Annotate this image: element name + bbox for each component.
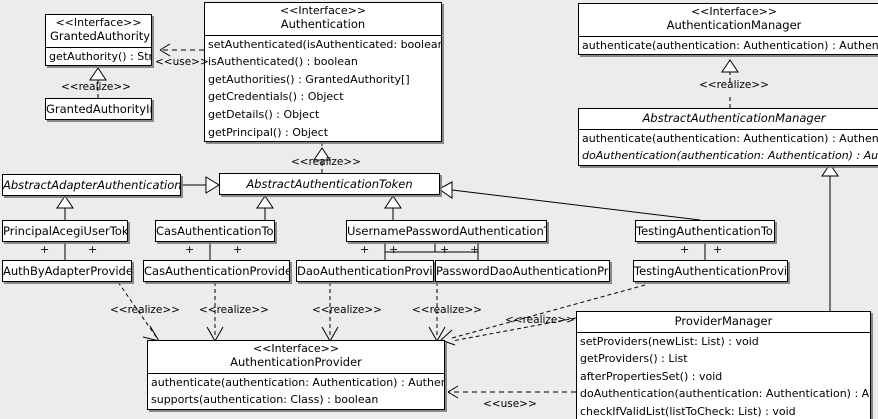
multiplicity-marker: + [440,243,450,256]
stereotype-label: <<Interface>> [55,16,142,29]
member-row: getAuthority() : String [49,49,151,63]
member-row: getPrincipal() : Object [208,125,329,139]
class-cas-authentication-provider[interactable]: CasAuthenticationProvider [143,260,290,282]
class-granted-authority-impl[interactable]: GrantedAuthorityImpl [45,98,152,120]
multiplicity-marker: + [185,243,195,256]
class-authentication[interactable]: <<Interface>> Authentication setAuthenti… [204,2,442,143]
class-granted-authority[interactable]: <<Interface>> GrantedAuthority getAuthor… [45,14,152,67]
multiplicity-marker: + [233,243,243,256]
class-members: authenticate(authentication: Authenticat… [579,128,878,165]
relation-label-realize-granted-authority-impl: <<realize>> [61,81,131,93]
member-row: doAuthentication(authentication: Authent… [582,149,878,163]
class-abstract-authentication-token[interactable]: AbstractAuthenticationToken [219,173,440,195]
relation-label-use-granted-authority: <<use>> [155,56,209,68]
class-auth-by-adapter-provider[interactable]: AuthByAdapterProvider [2,260,132,282]
class-cas-authentication-token[interactable]: CasAuthenticationToken [155,220,275,242]
class-abstract-authentication-manager[interactable]: AbstractAuthenticationManager authentica… [578,108,878,166]
relation-label-realize-dao-provider: <<realize>> [312,304,382,316]
class-authentication-manager[interactable]: <<Interface>> AuthenticationManager auth… [578,3,878,56]
member-row: isAuthenticated() : boolean [208,55,358,69]
class-principal-acegi-user-token[interactable]: PrincipalAcegiUserToken [2,220,128,242]
class-name: GrantedAuthority [50,28,151,43]
multiplicity-marker: + [360,243,370,256]
member-row: getDetails() : Object [208,107,320,121]
class-name: Authentication [280,16,366,31]
class-name: ProviderManager [674,314,773,328]
relation-label-use-provider-manager: <<use>> [483,398,537,410]
relation-label-realize-password-dao-provider: <<realize>> [412,304,482,316]
class-header: ProviderManager [577,312,870,332]
member-row: authenticate(authentication: Authenticat… [582,38,878,52]
class-members: authenticate(authentication: Authenticat… [579,35,878,55]
class-header: <<Interface>> AuthenticationManager [579,4,878,36]
class-name: AbstractAuthenticationManager [642,111,826,125]
relation-label-realize-auth-by-adapter: <<realize>> [110,304,180,316]
class-testing-authentication-token[interactable]: TestingAuthenticationToken [635,220,775,242]
class-name: AuthenticationProvider [230,354,362,369]
member-row: setAuthenticated(isAuthenticated: boolea… [208,37,441,51]
member-row: authenticate(authentication: Authenticat… [582,131,878,145]
relation-label-realize-cas-provider: <<realize>> [199,304,269,316]
multiplicity-marker: + [40,243,50,256]
class-password-dao-authentication-provider[interactable]: PasswordDaoAuthenticationProvider [435,260,610,282]
member-row: checkIfValidList(listToCheck: List) : vo… [580,405,796,418]
class-abstract-adapter-authentication-token[interactable]: AbstractAdapterAuthenticationToken [2,174,181,196]
class-name: AuthenticationManager [666,17,802,32]
class-members: setAuthenticated(isAuthenticated: boolea… [205,34,441,142]
class-members: getAuthority() : String [46,46,151,66]
multiplicity-marker: + [680,243,690,256]
member-row: supports(authentication: Class) : boolea… [151,393,379,407]
member-row: setProviders(newList: List) : void [580,334,759,348]
member-row: authenticate(authentication: Authenticat… [151,375,444,389]
class-testing-authentication-provider[interactable]: TestingAuthenticationProvider [633,260,788,282]
class-members: setProviders(newList: List) : void getPr… [577,331,870,419]
stereotype-label: <<Interface>> [279,4,367,17]
class-header: AbstractAuthenticationManager [579,109,878,129]
class-authentication-provider[interactable]: <<Interface>> AuthenticationProvider aut… [147,340,445,410]
member-row: getCredentials() : Object [208,90,344,104]
member-row: getProviders() : List [580,352,688,366]
class-dao-authentication-provider[interactable]: DaoAuthenticationProvider [296,260,434,282]
multiplicity-marker: + [88,243,98,256]
multiplicity-marker: + [713,243,723,256]
class-members: authenticate(authentication: Authenticat… [148,372,444,409]
member-row: getAuthorities() : GrantedAuthority[] [208,72,410,86]
multiplicity-marker: + [470,243,480,256]
stereotype-label: <<Interface>> [252,342,340,355]
class-provider-manager[interactable]: ProviderManager setProviders(newList: Li… [576,311,871,419]
relation-label-realize-abstract-authentication-token: <<realize>> [291,156,361,168]
member-row: afterPropertiesSet() : void [580,369,723,383]
class-username-password-authentication-token[interactable]: UsernamePasswordAuthenticationToken [346,220,547,242]
multiplicity-marker: + [389,243,399,256]
stereotype-label: <<Interface>> [690,5,778,18]
class-header: <<Interface>> AuthenticationProvider [148,341,444,373]
class-header: <<Interface>> GrantedAuthority [46,15,151,47]
relation-label-realize-testing-provider: <<realize>> [505,314,575,326]
relation-label-realize-abstract-authentication-manager: <<realize>> [699,79,769,91]
member-row: doAuthentication(authentication: Authent… [580,387,870,401]
class-header: <<Interface>> Authentication [205,3,441,35]
